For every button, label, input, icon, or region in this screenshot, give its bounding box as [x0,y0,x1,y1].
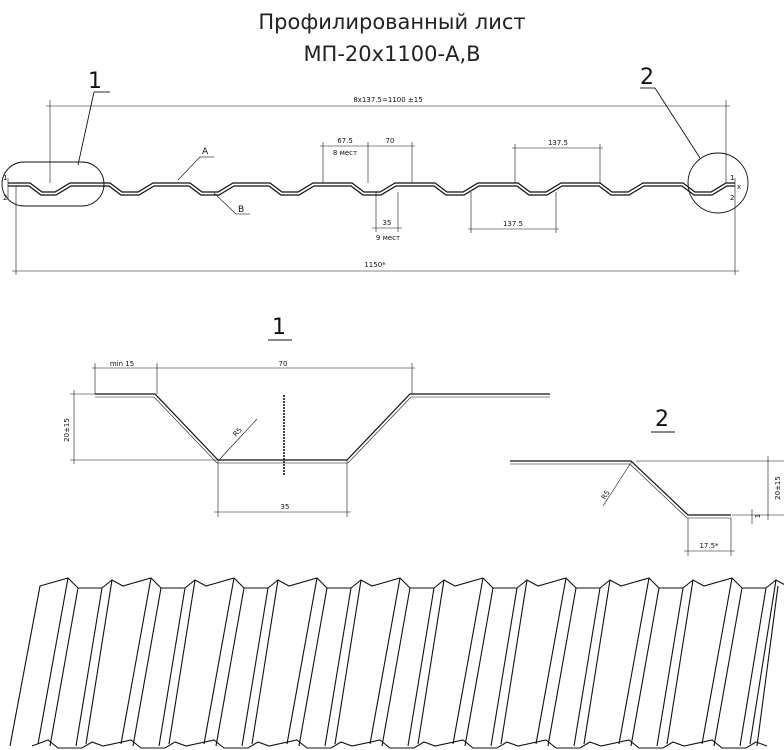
callout-2-outline [687,152,749,214]
dim-35-note: 9 мест [376,234,400,242]
detail-2-height: 20±15 [774,476,782,500]
detail-1-height: 20±15 [63,418,71,442]
rib-line [407,587,435,747]
detail-1-profile-inner [95,396,550,464]
detail-2-radius-leader [602,460,633,507]
detail-1-profile [95,393,550,461]
callout-2-label: 2 [640,65,654,90]
rib-line [666,579,694,745]
rib-line [464,587,494,747]
dim-675-note: 8 мест [333,149,357,157]
rib-line [452,577,484,745]
rib-line [241,587,269,747]
rib-line [75,587,103,747]
rib-line [739,587,767,747]
perspective-left-edge [9,585,41,747]
rib-line [713,587,743,747]
rib-line [334,579,362,745]
rib-line [215,587,245,747]
dim-70-label: 70 [386,137,395,145]
edge-label-x: x [737,183,741,191]
rib-line [298,587,328,747]
dim-35-label: 35 [383,219,392,227]
edge-label-1-right: 1 [730,174,734,182]
rib-line [547,587,577,747]
label-b-leader [213,192,237,215]
edge-label-2-right: 2 [730,194,734,202]
sheet-profile-inner [8,185,735,196]
detail-1-dim-70: 70 [279,360,288,368]
detail-1-min15: min 15 [110,360,134,368]
callout-1-leader [77,91,95,166]
rib-line [417,579,445,745]
rib-line [573,587,601,747]
detail-2-view: 2 R5 20±15 1 17.5* [510,407,784,556]
callout-2-leader [654,87,701,159]
rib-line [85,579,113,745]
detail-1-dim-35: 35 [281,503,290,511]
edge-label-1-left: 1 [3,174,7,182]
label-a-leader [177,156,201,181]
detail-1-radius: R5 [232,426,244,438]
sheet-profile [8,182,735,193]
rib-line [37,577,69,745]
detail-2-dim-1: 1 [754,514,762,518]
overall-bottom-dim: 1150* [364,261,386,269]
rib-line [630,587,660,747]
overall-top-dim: 8х137.5=1100 ±15 [353,96,422,104]
perspective-bottom-edge [31,739,768,749]
detail-2-profile-inner [510,463,731,519]
rib-line [120,577,152,745]
rib-line [701,577,733,745]
detail-1-view: 1 min 15 70 20±15 R5 35 [63,315,550,517]
rib-line [251,579,279,745]
dim-675-label: 67.5 [337,137,353,145]
perspective-top-edge [39,577,784,589]
rib-line [656,587,684,747]
label-b: B [238,205,244,215]
detail-1-label: 1 [272,315,286,340]
rib-line [749,579,777,745]
perspective-right-edge [756,585,779,747]
perspective-view [9,577,784,749]
rib-line [500,579,528,745]
rib-line [535,577,567,745]
rib-line [618,577,650,745]
drawing-subtitle: МП-20х1100-А,В [303,42,481,66]
rib-line [132,587,162,747]
rib-line [324,587,352,747]
detail-2-profile [510,460,731,516]
callout-1-label: 1 [88,69,102,94]
rib-line [158,587,186,747]
dim-1375-bottom-label: 137.5 [503,220,523,228]
detail-1-radius-leader [218,418,258,461]
rib-line [49,587,79,747]
rib-line [381,587,411,747]
rib-line [490,587,518,747]
label-a: A [202,147,209,157]
drawing-title: Профилированный лист [258,10,526,34]
detail-2-radius: R5 [600,489,612,501]
rib-line [168,579,196,745]
rib-line [369,577,401,745]
rib-line [583,579,611,745]
main-profile-view: 1 2 1 2 1 2 x 8х137.5=1100 ±15 1150* 67.… [1,65,749,275]
rib-line [203,577,235,745]
edge-label-2-left: 2 [3,194,7,202]
rib-line [286,577,318,745]
detail-2-dim-175: 17.5* [699,542,719,550]
callout-1-outline [1,161,105,207]
detail-2-label: 2 [655,407,669,432]
dim-1375-top-label: 137.5 [548,139,568,147]
